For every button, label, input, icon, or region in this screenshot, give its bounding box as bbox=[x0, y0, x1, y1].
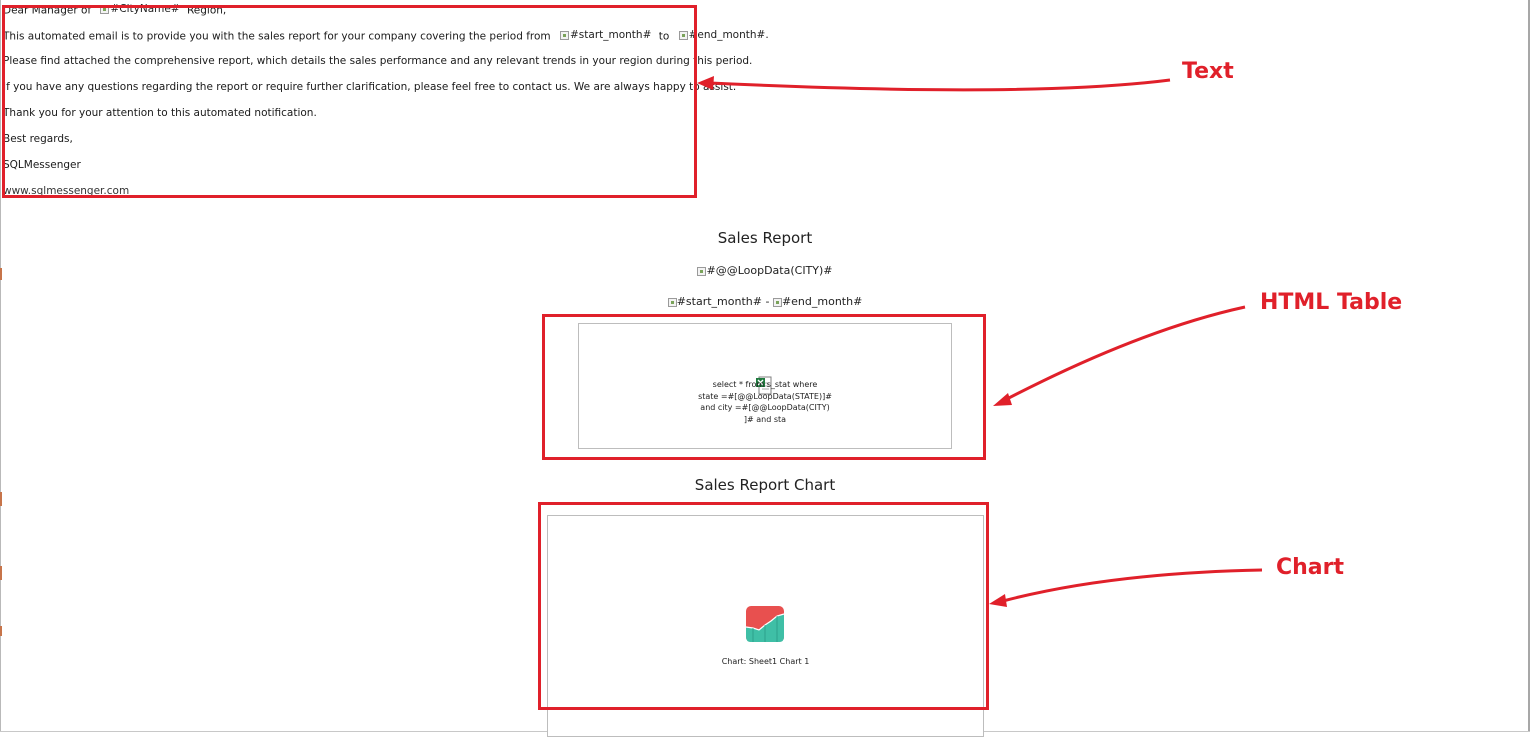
sales-report-chart-title: Sales Report Chart bbox=[694, 476, 836, 494]
email-body: Dear Manager of #CityName# Region, This … bbox=[3, 0, 773, 204]
broken-image-icon bbox=[667, 297, 677, 307]
window-left-border bbox=[0, 0, 1, 732]
start-month-placeholder: #start_month# bbox=[560, 22, 651, 48]
chart-callout-label: Chart bbox=[1276, 555, 1345, 580]
chart-caption: Chart: Sheet1 Chart 1 bbox=[721, 657, 810, 666]
range-separator: - bbox=[765, 295, 770, 308]
sql-line: ]# and sta bbox=[743, 414, 787, 424]
end-month-placeholder: #end_month#. bbox=[678, 22, 769, 48]
month-range-line: #start_month# - #end_month# bbox=[0, 295, 1530, 308]
embedded-chart-object[interactable]: Chart: Sheet1 Chart 1 bbox=[547, 515, 984, 737]
scroll-edge-mark bbox=[0, 492, 2, 506]
start-month-text: #start_month# bbox=[570, 29, 652, 41]
embedded-sql-table-object[interactable]: select * from s_stat where state =#[@@Lo… bbox=[578, 323, 952, 449]
chart-app-icon bbox=[745, 606, 785, 642]
closing-line: Best regards, bbox=[3, 133, 73, 145]
chart-arrow-head bbox=[989, 594, 1007, 607]
intro-to: to bbox=[658, 30, 670, 43]
table-callout-label: HTML Table bbox=[1260, 290, 1403, 315]
website-link[interactable]: www.sqlmessenger.com bbox=[3, 185, 130, 197]
sql-query-text: select * from s_stat where state =#[@@Lo… bbox=[579, 379, 951, 425]
signature-line: SQLMessenger bbox=[3, 159, 81, 171]
sql-line: and city =#[@@LoopData(CITY) bbox=[700, 403, 830, 412]
intro-line: This automated email is to provide you w… bbox=[3, 22, 773, 48]
scroll-edge-mark bbox=[0, 268, 2, 280]
city-loop-text: #@@LoopData(CITY)# bbox=[706, 264, 833, 277]
broken-image-icon bbox=[772, 297, 782, 307]
scroll-edge-mark bbox=[0, 566, 2, 580]
broken-image-icon bbox=[678, 30, 688, 40]
city-loop-placeholder: #@@LoopData(CITY)# bbox=[0, 264, 1530, 277]
table-arrow bbox=[1004, 305, 1246, 402]
broken-image-icon bbox=[560, 30, 569, 40]
sales-report-title: Sales Report bbox=[717, 229, 813, 247]
text-arrow-head bbox=[697, 76, 714, 90]
table-callout-box bbox=[542, 314, 986, 460]
intro-text: This automated email is to provide you w… bbox=[3, 30, 551, 43]
thanks-line: Thank you for your attention to this aut… bbox=[3, 107, 317, 119]
excel-file-icon bbox=[756, 376, 772, 395]
text-callout-box bbox=[2, 5, 697, 198]
broken-image-icon bbox=[697, 266, 707, 276]
chart-arrow bbox=[1002, 568, 1263, 603]
text-callout-label: Text bbox=[1182, 59, 1234, 84]
text-arrow bbox=[709, 78, 1171, 92]
scroll-edge-mark bbox=[0, 626, 2, 636]
sql-line: state =#[@@LoopData(STATE)]# bbox=[698, 391, 832, 401]
attached-line: Please find attached the comprehensive r… bbox=[3, 55, 753, 67]
sql-line: select * from s_stat where bbox=[712, 380, 818, 389]
end-month-text: #end_month#. bbox=[688, 29, 769, 41]
window-right-border bbox=[1528, 0, 1530, 732]
chart-callout-box bbox=[538, 502, 989, 710]
table-arrow-head bbox=[993, 393, 1012, 406]
range-start-text: #start_month# bbox=[676, 295, 762, 308]
questions-line: If you have any questions regarding the … bbox=[3, 81, 737, 93]
range-end-text: #end_month# bbox=[781, 295, 863, 308]
